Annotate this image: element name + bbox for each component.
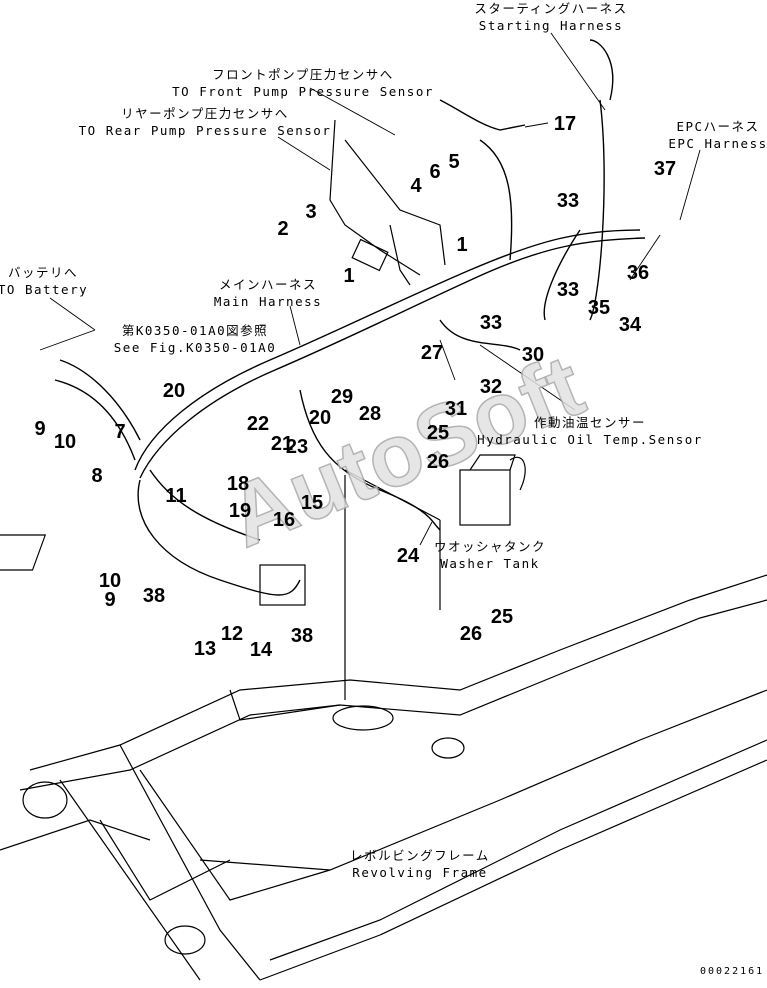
callout: 28: [358, 403, 382, 425]
label-en: TO Rear Pump Pressure Sensor: [78, 123, 332, 138]
label-en: See Fig.K0350-01A0: [113, 340, 277, 355]
callout: 18: [226, 473, 250, 495]
callout: 22: [246, 413, 270, 435]
callout: 32: [479, 376, 503, 398]
front-pump-label: フロントポンプ圧力センサへ TO Front Pump Pressure Sens…: [172, 66, 434, 100]
callout: 21: [270, 433, 294, 455]
callout: 27: [420, 342, 444, 364]
callout: 14: [249, 639, 273, 661]
callout: 38: [142, 585, 166, 607]
callout: 37: [653, 158, 677, 180]
callout: 5: [448, 151, 460, 173]
callout: 23: [285, 436, 309, 458]
callout: 7: [114, 421, 126, 443]
callout: 16: [272, 509, 296, 531]
label-en: TO Battery: [0, 282, 89, 297]
label-jp: バッテリへ: [7, 265, 79, 280]
callout: 33: [556, 279, 580, 301]
label-en: TO Front Pump Pressure Sensor: [172, 84, 434, 99]
sensor-harness: [329, 119, 446, 286]
callout: 30: [521, 344, 545, 366]
label-jp: レボルビングフレーム: [350, 848, 490, 863]
callout: 12: [220, 623, 244, 645]
revolving-frame-label: レボルビングフレーム Revolving Frame: [350, 847, 490, 881]
revolving-frame: [0, 574, 767, 981]
callout: 10: [98, 570, 122, 592]
callout: 20: [308, 407, 332, 429]
battery-label: バッテリへ TO Battery: [0, 264, 88, 298]
callout: 9: [34, 418, 46, 440]
fuse-block: [0, 534, 306, 606]
callout: 33: [556, 190, 580, 212]
main-harness: [54, 39, 646, 596]
callout: 15: [300, 492, 324, 514]
callout: 38: [290, 625, 314, 647]
callout: 35: [587, 297, 611, 319]
callout: 20: [162, 380, 186, 402]
callout: 10: [53, 431, 77, 453]
callout: 26: [426, 451, 450, 473]
label-jp: 作動油温センサー: [533, 415, 646, 430]
callout: 31: [444, 398, 468, 420]
callout: 9: [104, 589, 116, 611]
washer-tank-label: ウオッシャタンク Washer Tank: [434, 538, 546, 572]
rear-pump-label: リヤーポンプ圧力センサへ TO Rear Pump Pressure Sensor: [79, 105, 332, 139]
callout: 6: [429, 161, 441, 183]
label-en: Main Harness: [213, 294, 323, 309]
label-jp: スターティングハーネス: [474, 1, 628, 16]
label-en: Revolving Frame: [352, 865, 488, 880]
callout: 25: [426, 422, 450, 444]
callout: 13: [193, 638, 217, 660]
callout: 34: [618, 314, 642, 336]
epc-harness-label: EPCハーネス EPC Harness: [668, 118, 767, 152]
callout: 25: [490, 606, 514, 628]
label-jp: ウオッシャタンク: [433, 539, 547, 554]
drawing-code: 00022161: [700, 966, 765, 977]
label-en: EPC Harness: [668, 136, 767, 151]
callout: 24: [396, 545, 420, 567]
leader-lines: [39, 32, 701, 546]
starting-harness-label: スターティングハーネス Starting Harness: [474, 0, 627, 34]
callout: 17: [553, 113, 577, 135]
label-jp: 第K0350-01A0図参照: [121, 323, 269, 338]
label-jp: フロントポンプ圧力センサへ: [212, 67, 394, 82]
callout: 26: [459, 623, 483, 645]
callout: 1: [343, 265, 355, 287]
callout: 11: [165, 485, 187, 507]
oil-temp-sensor-label: 作動油温センサー Hydraulic Oil Temp.Sensor: [477, 414, 703, 448]
label-jp: EPCハーネス: [676, 119, 760, 134]
label-jp: メインハーネス: [218, 277, 317, 292]
washer-tank: [344, 454, 526, 700]
callout: 8: [91, 465, 103, 487]
label-en: Starting Harness: [478, 18, 624, 33]
callout: 4: [410, 175, 422, 197]
callout: 19: [228, 500, 252, 522]
label-en: Hydraulic Oil Temp.Sensor: [477, 432, 703, 447]
see-fig-label: 第K0350-01A0図参照 See Fig.K0350-01A0: [114, 322, 276, 356]
label-jp: リヤーポンプ圧力センサへ: [121, 106, 289, 121]
callout: 29: [330, 386, 354, 408]
callout: 1: [456, 234, 468, 256]
label-en: Washer Tank: [440, 556, 540, 571]
callout: 3: [305, 201, 317, 223]
callout: 2: [277, 218, 289, 240]
callout: 33: [479, 312, 503, 334]
callout: 36: [626, 262, 650, 284]
main-harness-label: メインハーネス Main Harness: [214, 276, 322, 310]
